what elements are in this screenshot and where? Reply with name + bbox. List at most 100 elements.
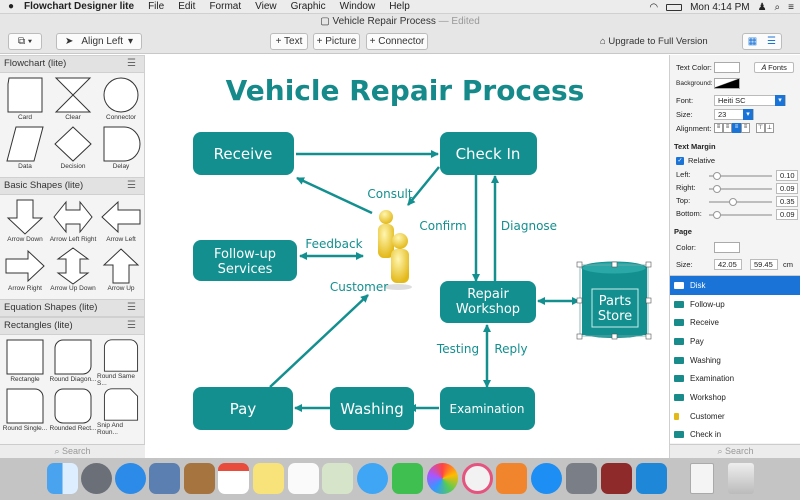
- shape-arrow-right[interactable]: Arrow Right: [1, 247, 49, 296]
- itunes-icon[interactable]: [462, 463, 493, 494]
- resize-handle[interactable]: [576, 333, 583, 340]
- margin-bottom-slider[interactable]: [709, 211, 772, 219]
- diagram-title[interactable]: Vehicle Repair Process: [226, 74, 585, 107]
- relative-checkbox[interactable]: ✓: [676, 156, 684, 165]
- arrow-pay-customer[interactable]: [269, 294, 369, 388]
- shape-connector[interactable]: Connector: [97, 76, 144, 125]
- align-justify-icon[interactable]: ≡: [732, 123, 741, 133]
- margin-left-slider[interactable]: [709, 172, 772, 180]
- list-view-icon[interactable]: ☰: [767, 36, 776, 47]
- document-file-icon[interactable]: [690, 463, 714, 494]
- menu-edit[interactable]: Edit: [178, 1, 196, 12]
- resize-handle[interactable]: [611, 333, 618, 340]
- align-right-icon[interactable]: ≡: [741, 123, 750, 133]
- resize-handle[interactable]: [576, 261, 583, 268]
- shape-rounded-rect[interactable]: Rounded Rect...: [49, 387, 97, 436]
- menu-file[interactable]: File: [148, 1, 165, 12]
- preview-icon[interactable]: [322, 463, 353, 494]
- connectors[interactable]: [269, 150, 580, 412]
- size-select[interactable]: 23▾: [714, 109, 754, 120]
- app-menu[interactable]: Flowchart Designer lite: [24, 1, 135, 12]
- shape-round-same-side[interactable]: Round Same S...: [97, 338, 144, 387]
- flowchart-designer-icon[interactable]: [636, 463, 667, 494]
- arrow-customer-receive[interactable]: [296, 176, 373, 215]
- margin-right-input[interactable]: 0.09: [776, 183, 798, 194]
- clock[interactable]: Mon 4:14 PM: [690, 1, 750, 13]
- shape-rectangle[interactable]: Rectangle: [1, 338, 49, 387]
- shape-arrow-left-right[interactable]: Arrow Left Right: [49, 198, 97, 247]
- section-equation-shapes[interactable]: Equation Shapes (lite) ☰: [0, 299, 144, 317]
- font-select[interactable]: Heiti SC▾: [714, 95, 786, 106]
- photos-icon[interactable]: [427, 463, 458, 494]
- launchpad-icon[interactable]: [81, 463, 112, 494]
- resize-handle[interactable]: [611, 261, 618, 268]
- shape-arrow-left[interactable]: Arrow Left: [97, 198, 144, 247]
- layer-item-receive[interactable]: Receive: [670, 313, 800, 332]
- reminders-icon[interactable]: [288, 463, 319, 494]
- shape-round-single[interactable]: Round Single...: [1, 387, 49, 436]
- margin-top-input[interactable]: 0.35: [776, 196, 798, 207]
- shape-arrow-up-down[interactable]: Arrow Up Down: [49, 247, 97, 296]
- messages-icon[interactable]: [357, 463, 388, 494]
- layer-item-examination[interactable]: Examination: [670, 369, 800, 388]
- page-height-input[interactable]: 59.45: [750, 259, 778, 270]
- notification-center-icon[interactable]: ≡: [788, 1, 794, 13]
- add-connector-button[interactable]: + Connector: [366, 33, 428, 50]
- node-pay[interactable]: Pay: [193, 387, 293, 430]
- section-basic-shapes[interactable]: Basic Shapes (lite) ☰: [0, 177, 144, 195]
- valign-middle-icon[interactable]: ⊥: [765, 123, 774, 133]
- add-text-button[interactable]: + Text: [270, 33, 308, 50]
- margin-bottom-input[interactable]: 0.09: [776, 209, 798, 220]
- label-reply[interactable]: Reply: [494, 342, 527, 356]
- arrow-checkin-consult[interactable]: [407, 166, 440, 206]
- page-color-well[interactable]: [714, 242, 740, 253]
- shape-decision[interactable]: Decision: [49, 125, 97, 174]
- battery-icon[interactable]: [666, 3, 683, 11]
- apple-icon[interactable]: ●: [8, 1, 15, 12]
- layer-item-check-in[interactable]: Check in: [670, 426, 800, 445]
- system-preferences-icon[interactable]: [566, 463, 597, 494]
- margin-right-slider[interactable]: [709, 185, 772, 193]
- layer-item-pay[interactable]: Pay: [670, 332, 800, 351]
- section-menu-icon[interactable]: ☰: [127, 320, 136, 331]
- ibooks-icon[interactable]: [496, 463, 527, 494]
- customer-icon[interactable]: [378, 210, 412, 290]
- resize-handle[interactable]: [576, 297, 583, 304]
- label-feedback[interactable]: Feedback: [305, 237, 362, 251]
- shape-arrow-up[interactable]: Arrow Up: [97, 247, 144, 296]
- margin-left-input[interactable]: 0.10: [776, 170, 798, 181]
- label-confirm[interactable]: Confirm: [419, 219, 466, 233]
- section-flowchart[interactable]: Flowchart (lite) ☰: [0, 55, 144, 73]
- layer-item-disk[interactable]: Disk: [670, 276, 800, 295]
- layer-item-follow-up[interactable]: Follow-up: [670, 295, 800, 314]
- notes-icon[interactable]: [253, 463, 284, 494]
- finder-icon[interactable]: [47, 463, 78, 494]
- menu-view[interactable]: View: [255, 1, 277, 12]
- safari-icon[interactable]: [115, 463, 146, 494]
- align-dropdown[interactable]: ➤ Align Left ▾: [56, 33, 142, 50]
- section-menu-icon[interactable]: ☰: [127, 58, 136, 69]
- align-left-icon[interactable]: ≡: [714, 123, 723, 133]
- shape-round-diagonal[interactable]: Round Diagon...: [49, 338, 97, 387]
- section-rectangles[interactable]: Rectangles (lite) ☰: [0, 317, 144, 335]
- resize-handle[interactable]: [645, 333, 652, 340]
- node-receive[interactable]: Receive: [193, 132, 294, 175]
- diagram-canvas[interactable]: Vehicle Repair Process Receive Check In: [146, 55, 668, 458]
- app-store-icon[interactable]: [531, 463, 562, 494]
- wifi-icon[interactable]: ◠: [649, 1, 659, 13]
- menu-window[interactable]: Window: [339, 1, 376, 12]
- dictionary-icon[interactable]: [601, 463, 632, 494]
- layer-order-button[interactable]: ⧉ ▾: [8, 33, 42, 50]
- label-customer[interactable]: Customer: [330, 280, 388, 294]
- background-color-well[interactable]: [714, 78, 740, 89]
- window-title[interactable]: Vehicle Repair Process: [332, 16, 436, 27]
- calendar-icon[interactable]: [218, 463, 249, 494]
- layer-item-customer[interactable]: Customer: [670, 407, 800, 426]
- align-center-icon[interactable]: ≡: [723, 123, 732, 133]
- view-mode-toggle[interactable]: ▦ ☰: [742, 33, 782, 50]
- resize-handle[interactable]: [645, 261, 652, 268]
- trash-icon[interactable]: [728, 463, 754, 494]
- section-menu-icon[interactable]: ☰: [127, 180, 136, 191]
- page-width-input[interactable]: 42.05: [714, 259, 742, 270]
